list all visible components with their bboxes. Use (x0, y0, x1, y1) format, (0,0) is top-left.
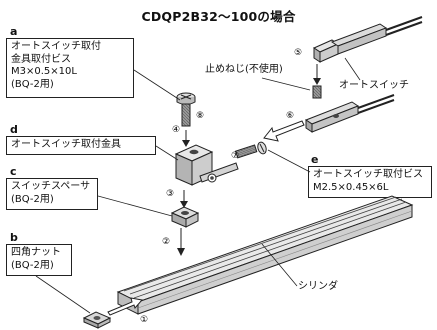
step-5: ⑤ (294, 48, 302, 58)
part-callout-b: 四角ナット (BQ-2用) (6, 244, 72, 276)
part-a-line-4: (BQ-2用) (11, 78, 54, 90)
part-callout-c: スイッチスペーサ (BQ-2用) (6, 178, 98, 210)
auto-switch-label: オートスイッチ (339, 80, 409, 91)
part-e-line-1: オートスイッチ取付ビス (313, 169, 423, 180)
part-a-line-3: M3×0.5×10L (11, 66, 77, 77)
part-letter-c: c (10, 165, 17, 178)
part-e-line-2: M2.5×0.45×6L (313, 181, 389, 193)
set-screw-label: 止めねじ(不使用) (205, 64, 283, 75)
part-letter-e: e (311, 153, 319, 166)
spacer-leader (97, 195, 173, 217)
part-letter-a: a (10, 25, 18, 38)
step-4: ④ (172, 125, 180, 135)
step-2: ② (162, 237, 170, 247)
auto-switch-leader (344, 57, 361, 81)
step-7: ⑦ (231, 151, 239, 161)
part-a-line-2: 金具取付ビス (11, 53, 71, 65)
part-letter-d: d (10, 123, 18, 136)
part-c-line-1: スイッチスペーサ (11, 181, 91, 192)
square-nut (82, 311, 112, 329)
step-6: ⑥ (286, 111, 294, 121)
auto-switch-top (312, 16, 423, 63)
mounting-bracket (174, 144, 239, 186)
slide-arrow (263, 120, 305, 142)
screw-leader (133, 69, 181, 101)
set-screw-leader (261, 77, 311, 91)
part-callout-a: オートスイッチ取付 金具取付ビス M3×0.5×10L (BQ-2用) (6, 38, 134, 98)
step-2-arrowhead (177, 248, 185, 256)
switch-screw-leader (267, 149, 311, 173)
nut-leader (35, 275, 91, 314)
step-5-arrowhead (313, 78, 321, 85)
cylinder-label: シリンダ (298, 281, 338, 292)
part-a-line-1: オートスイッチ取付 (11, 41, 101, 52)
diagram-title: CDQP2B32〜100の場合 (141, 9, 296, 24)
set-screw (312, 85, 322, 99)
bracket-leader (155, 145, 179, 161)
part-callout-e: オートスイッチ取付ビス M2.5×0.45×6L (308, 166, 432, 198)
insert-arrow (107, 297, 143, 316)
step-8: ⑧ (196, 111, 204, 121)
part-callout-d: オートスイッチ取付金具 (6, 136, 156, 155)
bracket-screw (176, 92, 196, 127)
part-d-line-1: オートスイッチ取付金具 (11, 139, 121, 150)
auto-switch-middle (304, 94, 395, 133)
part-b-line-2: (BQ-2用) (11, 259, 54, 271)
step-1: ① (140, 315, 148, 325)
part-c-line-2: (BQ-2用) (11, 193, 54, 205)
part-letter-b: b (10, 231, 18, 244)
step-4-arrowhead (182, 140, 190, 147)
step-3: ③ (166, 189, 174, 199)
step-3-arrowhead (180, 201, 188, 208)
switch-spacer (170, 206, 200, 228)
switch-screw (234, 141, 267, 159)
part-b-line-1: 四角ナット (11, 247, 61, 258)
cylinder-leader (261, 243, 298, 287)
